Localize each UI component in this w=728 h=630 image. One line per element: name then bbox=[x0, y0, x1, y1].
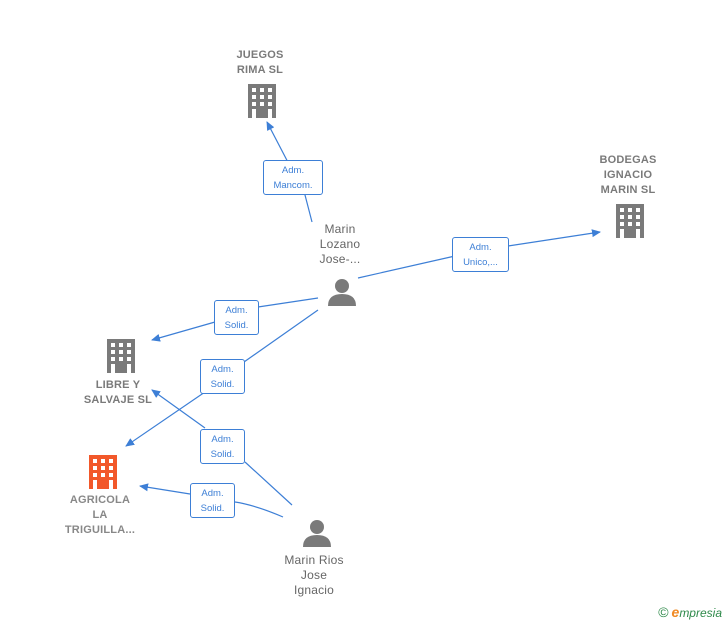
node-label-line: MARIN SL bbox=[600, 184, 656, 196]
edge-label-line: Adm. bbox=[201, 488, 224, 499]
node-label-line: Lozano bbox=[319, 237, 361, 251]
building-icon[interactable] bbox=[248, 84, 276, 118]
brand-name: mpresia bbox=[679, 606, 722, 620]
node-label-marin-lozano[interactable]: Marin Lozano Jose-... bbox=[290, 222, 390, 267]
edge-label-line: Mancom. bbox=[273, 180, 313, 191]
edge-line-solid-1 bbox=[152, 297, 319, 340]
edge-label-solid[interactable]: Adm. Solid. bbox=[190, 483, 235, 518]
edge-label-line: Adm. bbox=[211, 434, 234, 445]
person-icon[interactable] bbox=[303, 519, 331, 547]
edge-label-mancom[interactable]: Adm. Mancom. bbox=[263, 160, 323, 195]
node-label-line: SALVAJE SL bbox=[83, 394, 153, 406]
building-icon[interactable] bbox=[89, 455, 117, 489]
edge-label-solid[interactable]: Adm. Solid. bbox=[214, 300, 259, 335]
node-label-marin-rios[interactable]: Marin Rios Jose Ignacio bbox=[264, 553, 364, 598]
node-label-line: AGRICOLA bbox=[69, 494, 131, 506]
edge-label-line: Adm. bbox=[281, 165, 305, 176]
node-label-line: Marin Rios bbox=[284, 553, 344, 567]
node-label-line: BODEGAS bbox=[599, 154, 657, 166]
node-label-line: IGNACIO bbox=[603, 169, 653, 181]
node-label-line: Ignacio bbox=[293, 583, 335, 597]
edge-label-line: Unico,... bbox=[463, 257, 498, 268]
node-label-line: Jose-... bbox=[319, 252, 361, 266]
edge-label-solid[interactable]: Adm. Solid. bbox=[200, 429, 245, 464]
edge-label-line: Adm. bbox=[225, 305, 248, 316]
edge-label-solid[interactable]: Adm. Solid. bbox=[200, 359, 245, 394]
node-label-line: TRIGUILLA... bbox=[64, 524, 136, 536]
edge-label-line: Solid. bbox=[224, 320, 249, 331]
edge-line-unico bbox=[357, 232, 600, 279]
node-label-line: LA bbox=[92, 509, 108, 521]
node-label-line: LIBRE Y bbox=[95, 379, 141, 391]
node-label-bodegas[interactable]: BODEGAS IGNACIO MARIN SL bbox=[578, 153, 678, 198]
building-icon[interactable] bbox=[616, 204, 644, 238]
brand-first-letter: e bbox=[671, 604, 680, 620]
person-icon[interactable] bbox=[328, 278, 356, 306]
edge-label-line: Solid. bbox=[200, 503, 225, 514]
node-label-juegos-rima[interactable]: JUEGOS RIMA SL bbox=[210, 48, 310, 78]
edge-line-solid-4 bbox=[140, 486, 284, 518]
node-label-line: RIMA SL bbox=[236, 64, 284, 76]
edge-label-line: Adm. bbox=[469, 242, 492, 253]
edge-label-line: Solid. bbox=[210, 449, 235, 460]
node-label-libre-salvaje[interactable]: LIBRE Y SALVAJE SL bbox=[68, 378, 168, 408]
node-label-line: JUEGOS bbox=[236, 49, 284, 61]
node-label-agricola[interactable]: AGRICOLA LA TRIGUILLA... bbox=[50, 493, 150, 538]
edge-label-line: Adm. bbox=[211, 364, 234, 375]
edge-line-mancom bbox=[266, 121, 313, 223]
node-label-line: Jose bbox=[300, 568, 328, 582]
brand-logo[interactable]: ©empresia bbox=[658, 604, 722, 620]
node-label-line: Marin bbox=[324, 222, 356, 236]
edge-line-solid-2 bbox=[126, 309, 319, 446]
edge-label-line: Solid. bbox=[210, 379, 235, 390]
building-icon[interactable] bbox=[107, 339, 135, 373]
edge-line-solid-3 bbox=[152, 390, 293, 506]
edge-label-unico[interactable]: Adm. Unico,... bbox=[452, 237, 509, 272]
copyright-icon: © bbox=[658, 604, 669, 620]
